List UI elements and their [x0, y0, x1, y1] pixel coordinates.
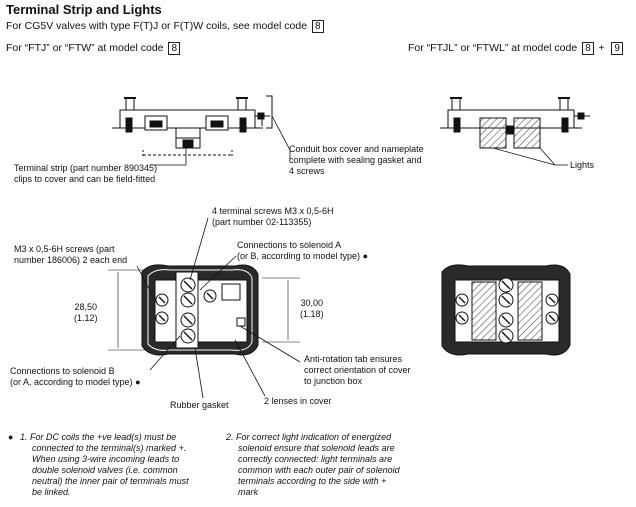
side-view-lights — [440, 97, 590, 149]
anti-rotation-line-2: correct orientation of cover — [304, 365, 411, 375]
m3-screws-label: M3 x 0,5-6H screws (part number 186006) … — [14, 244, 127, 266]
right-caption-code-box-1: 8 — [582, 42, 594, 55]
dimension-right: 30,00 (1.18) — [300, 298, 324, 320]
dimension-right-inch: (1.18) — [300, 309, 324, 319]
bullet-icon: ● — [362, 251, 369, 261]
dimension-right-mm: 30,00 — [300, 298, 324, 308]
terminal-screws-line-1: 4 terminal screws M3 x 0,5-6H — [212, 206, 334, 216]
connections-a-line-1: Connections to solenoid A — [237, 240, 342, 250]
note-2: 2. For correct light indication of energ… — [226, 432, 400, 498]
right-caption-text: For “FTJL” or “FTWL” at model code — [408, 42, 578, 54]
leader-lines-middle — [136, 217, 301, 399]
side-view-terminal-strip — [112, 95, 273, 158]
conduit-label: Conduit box cover and nameplate complete… — [289, 144, 424, 177]
m3-screws-line-1: M3 x 0,5-6H screws (part — [14, 244, 115, 254]
left-caption-code-box: 8 — [168, 42, 180, 55]
rubber-gasket-label: Rubber gasket — [170, 400, 229, 410]
leader-lines-top — [150, 115, 291, 166]
note-1-text: 1. For DC coils the +ve lead(s) must be … — [20, 432, 189, 497]
terminal-strip-label: Terminal strip (part number 890345) clip… — [14, 163, 157, 185]
dimension-left-inch: (1.12) — [74, 313, 98, 323]
left-caption-text: For “FTJ” or “FTW” at model code — [6, 42, 164, 54]
top-view-lights — [441, 264, 571, 356]
dimension-left: 28,50 (1.12) — [74, 302, 98, 324]
model-code-box: 8 — [312, 20, 324, 33]
anti-rotation-label: Anti-rotation tab ensures correct orient… — [304, 354, 411, 387]
subtitle-text: For CG5V valves with type F(T)J or F(T)W… — [6, 20, 308, 32]
conduit-line-1: Conduit box cover and nameplate — [289, 144, 424, 154]
right-caption-code-box-2: 9 — [611, 42, 623, 55]
bullet-icon: ● — [135, 377, 141, 387]
anti-rotation-line-1: Anti-rotation tab ensures — [304, 354, 403, 364]
anti-rotation-line-3: to junction box — [304, 376, 363, 386]
right-caption: For “FTJL” or “FTWL” at model code 8 + 9 — [408, 42, 623, 55]
connections-a-label: Connections to solenoid A (or B, accordi… — [237, 240, 368, 262]
conduit-line-2: complete with sealing gasket and — [289, 155, 422, 165]
bullet-icon: ● — [8, 432, 14, 442]
page-title: Terminal Strip and Lights — [6, 2, 162, 17]
note-2-text: 2. For correct light indication of energ… — [226, 432, 400, 497]
note-1: ● 1. For DC coils the +ve lead(s) must b… — [8, 432, 189, 498]
right-caption-plus: + — [598, 43, 605, 54]
subtitle: For CG5V valves with type F(T)J or F(T)W… — [6, 20, 324, 33]
left-caption: For “FTJ” or “FTW” at model code 8 — [6, 42, 180, 55]
connections-a-line-2: (or B, according to model type) ● — [237, 251, 369, 261]
lights-label: Lights — [570, 160, 595, 170]
terminal-screws-line-2: (part number 02-113355) — [212, 217, 312, 227]
dimension-left-mm: 28,50 — [74, 302, 98, 312]
terminal-screws-label: 4 terminal screws M3 x 0,5-6H (part numb… — [212, 206, 334, 228]
conduit-line-3: 4 screws — [289, 166, 325, 176]
connections-b-label: Connections to solenoid B (or A, accordi… — [10, 366, 141, 388]
terminal-strip-line-1: Terminal strip (part number 890345) — [14, 163, 158, 173]
terminal-strip-line-2: clips to cover and can be field-fitted — [14, 174, 156, 184]
m3-screws-line-2: number 186006) 2 each end — [14, 255, 128, 265]
connections-b-line-2: (or A, according to model type) ● — [10, 377, 141, 387]
connections-b-line-1: Connections to solenoid B — [10, 366, 115, 376]
leader-lines-lights — [492, 147, 568, 166]
lenses-label: 2 lenses in cover — [264, 396, 332, 406]
top-view-terminal-strip — [108, 264, 300, 356]
